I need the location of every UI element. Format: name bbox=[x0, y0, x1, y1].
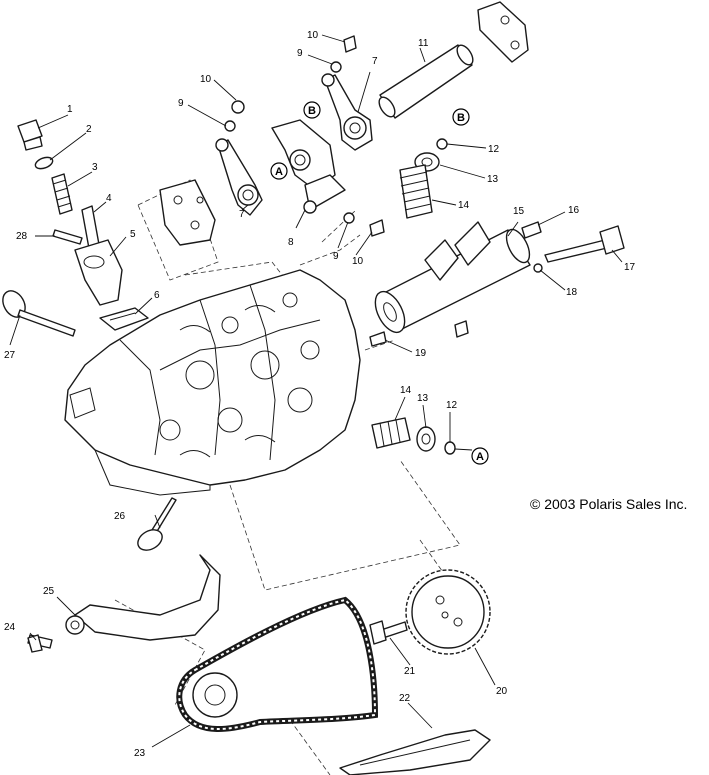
leader-lines bbox=[9, 34, 623, 748]
callout-13-upper: 13 bbox=[487, 174, 499, 185]
valve-26 bbox=[137, 497, 177, 551]
callout-10-top: 10 bbox=[307, 30, 319, 41]
valve-spring-lower bbox=[371, 417, 411, 449]
camshaft bbox=[374, 221, 531, 334]
sprocket-bolt bbox=[369, 620, 408, 645]
callout-9-top: 9 bbox=[297, 48, 303, 59]
cam-pin bbox=[521, 221, 542, 239]
callout-26: 26 bbox=[114, 511, 126, 522]
callout-12-upper: 12 bbox=[488, 144, 500, 155]
callout-numbers: 1 2 3 4 5 6 7 7 8 9 9 9 10 10 10 11 12 1… bbox=[4, 30, 636, 759]
cylinder-head bbox=[64, 269, 361, 496]
callout-25: 25 bbox=[43, 586, 55, 597]
rocker-shaft bbox=[378, 44, 474, 119]
chain-guide-lower bbox=[339, 729, 491, 775]
callout-23: 23 bbox=[134, 748, 146, 759]
cam-plate bbox=[159, 179, 216, 246]
valve-spring-upper bbox=[399, 164, 433, 219]
callout-3: 3 bbox=[92, 162, 98, 173]
callout-19: 19 bbox=[415, 348, 427, 359]
tensioner-spring bbox=[51, 173, 73, 215]
callout-10-left: 10 bbox=[200, 74, 212, 85]
callout-20: 20 bbox=[496, 686, 508, 697]
callout-27: 27 bbox=[4, 350, 16, 361]
callout-21: 21 bbox=[404, 666, 416, 677]
copyright-text: © 2003 Polaris Sales Inc. bbox=[530, 496, 687, 512]
dashed-exploded-lines bbox=[114, 179, 471, 775]
callout-8: 8 bbox=[288, 237, 294, 248]
sealing-washer bbox=[34, 156, 54, 170]
ref-marker-b-right: B bbox=[452, 108, 470, 126]
callout-6: 6 bbox=[154, 290, 160, 301]
callout-4: 4 bbox=[106, 193, 112, 204]
callout-1: 1 bbox=[67, 104, 73, 115]
dowel-pin bbox=[369, 320, 469, 347]
valve-27 bbox=[2, 290, 76, 337]
callout-16: 16 bbox=[568, 205, 580, 216]
callout-14-lower: 14 bbox=[400, 385, 412, 396]
callout-5: 5 bbox=[130, 229, 136, 240]
callout-10-bottom: 10 bbox=[352, 256, 364, 267]
svg-text:A: A bbox=[275, 166, 283, 178]
tensioner-body bbox=[74, 239, 123, 306]
callout-13-lower: 13 bbox=[417, 393, 429, 404]
callout-9-left: 9 bbox=[178, 98, 184, 109]
svg-text:B: B bbox=[308, 105, 316, 117]
ref-marker-a-upper: A bbox=[270, 162, 288, 180]
callout-28: 28 bbox=[16, 231, 28, 242]
rocker-arm-center bbox=[271, 119, 346, 214]
svg-text:B: B bbox=[457, 112, 465, 124]
svg-text:A: A bbox=[476, 451, 484, 463]
ref-marker-b-upper: B bbox=[303, 101, 321, 119]
top-bracket bbox=[477, 1, 529, 63]
callout-17: 17 bbox=[624, 262, 636, 273]
chain-guide-upper bbox=[65, 554, 221, 641]
callout-9-bottom: 9 bbox=[333, 251, 339, 262]
rocker-arm-left bbox=[215, 138, 263, 216]
ref-marker-a-lower: A bbox=[471, 447, 489, 465]
callout-15: 15 bbox=[513, 206, 525, 217]
cam-sprocket bbox=[405, 569, 491, 655]
callout-24: 24 bbox=[4, 622, 16, 633]
callout-11: 11 bbox=[418, 38, 429, 49]
rocker-arm-right bbox=[321, 73, 373, 151]
cam-chain bbox=[176, 596, 379, 732]
cam-bolt bbox=[544, 225, 625, 263]
callout-7-lower: 7 bbox=[239, 209, 245, 220]
callout-14-upper: 14 bbox=[458, 200, 470, 211]
guide-bolt bbox=[27, 634, 53, 653]
tensioner-bolt bbox=[52, 229, 83, 245]
callout-22: 22 bbox=[399, 693, 411, 704]
plug-bolt bbox=[17, 119, 43, 151]
retainer-lower bbox=[416, 426, 456, 455]
callout-2: 2 bbox=[86, 124, 92, 135]
callout-18: 18 bbox=[566, 287, 578, 298]
callout-7-upper: 7 bbox=[372, 56, 378, 67]
callout-12-lower: 12 bbox=[446, 400, 458, 411]
